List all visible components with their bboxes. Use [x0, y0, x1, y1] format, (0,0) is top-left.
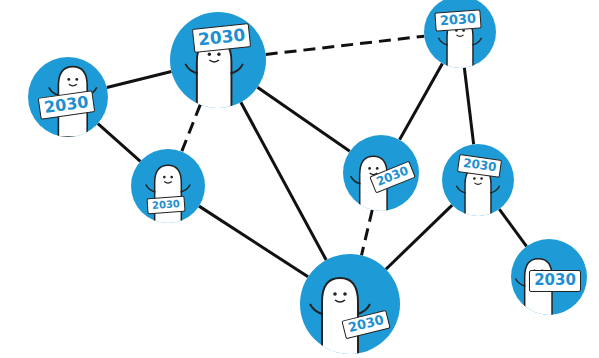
sign-text: 2030: [147, 196, 186, 214]
sign-text: 2030: [192, 23, 251, 52]
person-circle: 2030: [424, 0, 496, 68]
person-circle: 2030: [131, 149, 205, 223]
solid-link: [464, 68, 473, 145]
person-circle: 2030: [28, 57, 108, 137]
solid-link: [257, 87, 349, 151]
person-figure: [300, 254, 400, 354]
solid-link: [107, 71, 172, 87]
person-circle: 2030: [442, 144, 514, 216]
sign-text: 2030: [434, 9, 481, 31]
dashed-link: [362, 210, 373, 255]
sign-text: 2030: [529, 270, 581, 291]
dashed-link: [182, 105, 201, 152]
sign-text: 2030: [457, 154, 502, 178]
person-circle: 2030: [170, 12, 266, 108]
solid-link: [386, 205, 452, 269]
solid-link: [499, 209, 526, 246]
person-figure: [442, 144, 514, 216]
dashed-link: [266, 36, 425, 54]
person-circle: 2030: [511, 239, 587, 315]
solid-link: [400, 63, 443, 139]
person-circle: 2030: [300, 254, 400, 354]
solid-link: [98, 124, 140, 162]
solid-link: [199, 206, 308, 277]
solid-link: [241, 102, 326, 260]
person-circle: 2030: [343, 135, 419, 211]
